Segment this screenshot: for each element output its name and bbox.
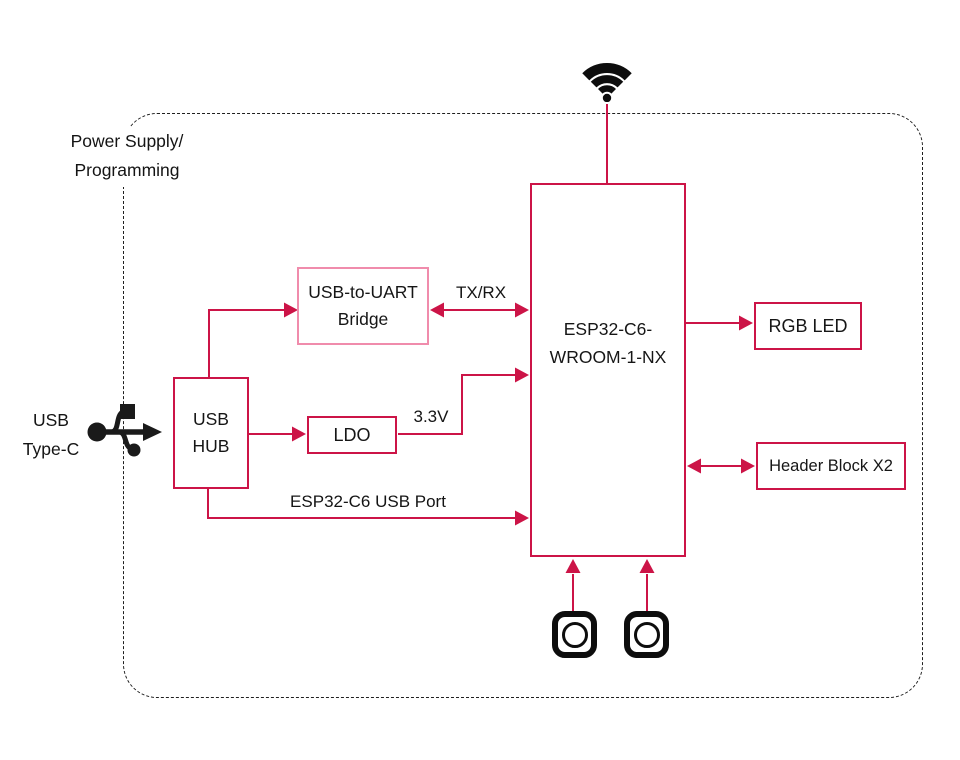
esp32-label: ESP32-C6- WROOM-1-NX [550,315,667,371]
bridge-label-line2: Bridge [337,309,389,329]
block-usb-hub: USB HUB [173,377,249,489]
block-rgb-led: RGB LED [754,302,862,350]
wifi-icon [582,63,632,102]
usb-type-c-label-line1: USB [33,410,69,430]
header-block-label: Header Block X2 [769,456,893,475]
usb-hub-label-line1: USB [193,409,229,429]
wire-usb-port [207,489,516,519]
push-button-icon-1 [552,611,597,658]
block-ldo: LDO [307,416,397,454]
arrowheads [284,302,755,573]
usb-port-wire-label: ESP32-C6 USB Port [290,492,446,511]
esp32-label-line1: ESP32-C6- [563,319,653,339]
push-button-icon-2 [624,611,669,658]
esp32-label-line2: WROOM-1-NX [549,347,667,367]
bridge-label-line1: USB-to-UART [308,282,418,302]
usb-hub-label-line2: HUB [192,436,230,456]
usb-type-c-label: USB Type-C [12,406,90,464]
block-usb-uart-bridge: USB-to-UART Bridge [297,267,429,345]
push-button-circle [561,621,588,648]
frame-caption: Power Supply/ Programming [52,127,202,187]
ldo-label: LDO [333,424,371,445]
wire-3v3 [398,374,516,435]
wire-hub-to-bridge [208,309,285,378]
3v3-wire-label: 3.3V [413,407,449,426]
rgb-led-label: RGB LED [768,315,848,336]
push-button-circle [633,621,660,648]
block-esp32-module: ESP32-C6- WROOM-1-NX [530,183,686,557]
txrx-wire-label: TX/RX [455,283,507,302]
frame-caption-line1: Power Supply/ [70,131,184,151]
frame-caption-line2: Programming [74,160,180,180]
usb-type-c-icon [87,404,162,457]
block-header-block: Header Block X2 [756,442,906,490]
usb-type-c-label-line2: Type-C [22,439,80,459]
